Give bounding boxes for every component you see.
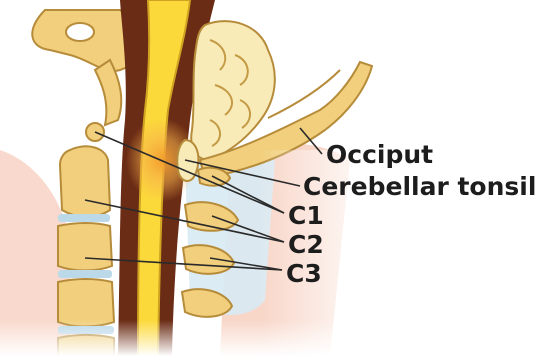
label-cerebellar-tonsil: Cerebellar tonsil (303, 172, 536, 201)
label-occiput: Occiput (326, 140, 433, 169)
label-c3: C3 (286, 259, 322, 288)
skull-foramen (66, 23, 94, 41)
label-c2: C2 (288, 230, 324, 259)
label-c1: C1 (288, 201, 324, 230)
